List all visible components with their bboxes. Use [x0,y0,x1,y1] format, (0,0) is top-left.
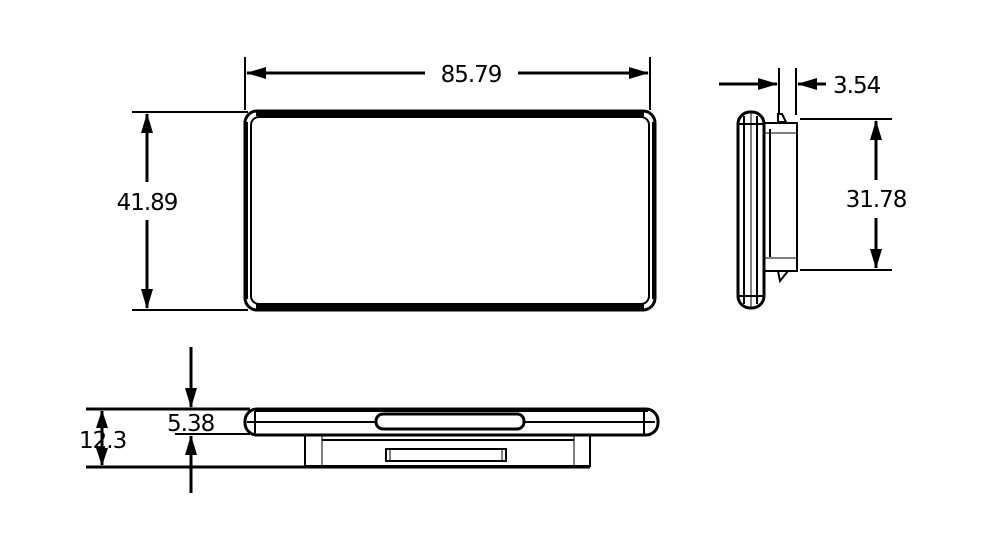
dimension-width: 85.79 [244,57,651,110]
dim-text-width: 85.79 [441,62,502,88]
arrow-left-icon [246,67,266,79]
side-body [763,122,798,272]
dim-text-body-height: 31.78 [846,187,907,213]
front-screen-outline [250,116,650,305]
arrow-down-icon [870,249,882,269]
dim-text-total-depth: 12.3 [79,428,126,454]
arrow-up-icon [96,410,108,428]
bottom-view [243,407,660,469]
dimension-total-depth: 12.3 [79,410,306,469]
arrow-right-icon [758,78,778,90]
bottom-slot [374,412,526,431]
side-clip-top [777,113,788,123]
dimension-height: 41.89 [117,111,248,311]
dim-text-height: 41.89 [117,190,178,216]
front-bezel-outer [243,109,657,312]
arrow-up-icon [870,120,882,140]
arrow-up-icon [185,435,197,455]
arrow-down-icon [96,448,108,466]
side-view [736,110,798,310]
front-view [243,109,657,312]
arrow-down-icon [185,388,197,408]
bottom-connector [385,448,507,462]
arrow-right-icon [629,67,649,79]
arrow-up-icon [141,113,153,133]
dim-text-bezel-thickness: 5.38 [167,411,215,437]
dim-text-lip: 3.54 [833,73,881,99]
arrow-left-icon [797,78,817,90]
arrow-down-icon [141,289,153,309]
side-clip-bottom [776,270,791,284]
dimension-bezel-thickness: 5.38 [86,347,250,493]
dimension-lip: 3.54 [719,68,882,115]
dimension-body-height: 31.78 [800,118,908,271]
